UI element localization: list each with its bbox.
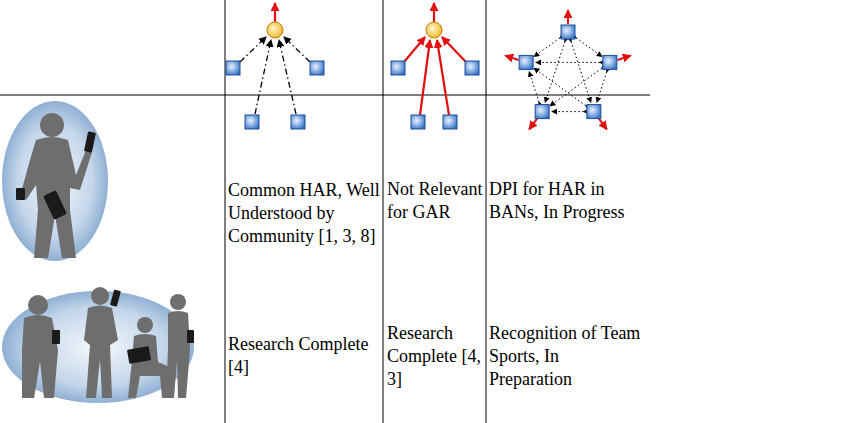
peer-link <box>529 72 539 102</box>
peer-link <box>545 42 565 103</box>
peer-link <box>597 72 607 102</box>
peer-link <box>571 42 591 103</box>
peer-link <box>536 62 600 63</box>
table-cell: Research Complete [4, 3] <box>387 322 484 391</box>
person-silhouette <box>2 101 108 261</box>
table-cell: DPI for HAR in BANs, In Progress <box>489 178 645 224</box>
peer-link <box>552 111 584 112</box>
peer-link <box>576 38 602 57</box>
peer-link <box>534 38 560 57</box>
table-cell: Common HAR, Well Understood by Community… <box>228 179 380 248</box>
output-arrow <box>567 10 569 24</box>
sensor-node <box>519 55 533 69</box>
sensor-node <box>603 55 617 69</box>
table-cell: Not Relevant for GAR <box>387 178 484 224</box>
peer-link <box>550 68 602 105</box>
centralized-icon <box>226 3 324 129</box>
table-cell: Recognition of Team Sports, In Preparati… <box>489 322 645 391</box>
group-silhouette <box>2 287 194 403</box>
table-rules <box>0 0 650 423</box>
output-arrow <box>505 56 518 60</box>
output-arrow <box>529 118 537 129</box>
output-arrow <box>599 118 607 129</box>
sensor-node <box>587 105 601 119</box>
output-arrow <box>617 56 630 60</box>
sensor-node <box>561 25 575 39</box>
peer-link <box>534 68 586 105</box>
table-cell: Research Complete [4] <box>228 333 381 379</box>
sensor-node <box>535 105 549 119</box>
distributed-icon <box>505 10 631 129</box>
group-centralized-icon <box>391 3 479 129</box>
